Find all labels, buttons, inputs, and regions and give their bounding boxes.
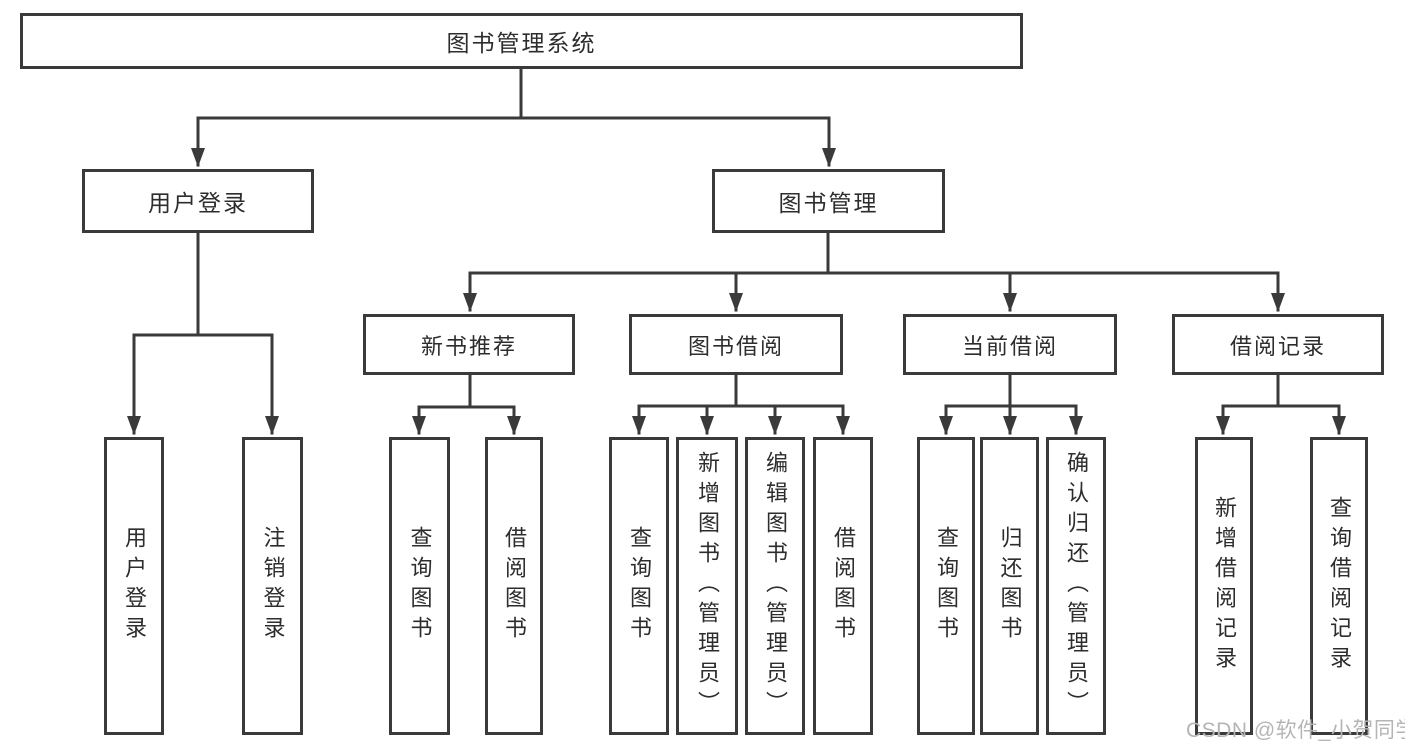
- leaf-logout: 注销登录: [242, 437, 303, 735]
- node-current-borrowing: 当前借阅: [903, 314, 1117, 375]
- leaf-label: 查询借阅记录: [1327, 496, 1352, 676]
- leaf-query-books: 查询图书: [609, 437, 669, 735]
- leaf-label: 归还图书: [997, 526, 1023, 646]
- leaf-query-books: 查询图书: [917, 437, 975, 735]
- leaf-label: 确认归还（管理员）: [1064, 451, 1089, 721]
- leaf-label: 借阅图书: [502, 526, 527, 646]
- node-library-system: 图书管理系统: [20, 13, 1023, 69]
- leaf-label: 编辑图书（管理员）: [763, 451, 788, 721]
- connector-newrec-subtree: [417, 373, 516, 409]
- leaf-add-books-admin: 新增图书（管理员）: [676, 437, 738, 735]
- node-borrowing-records: 借阅记录: [1172, 314, 1384, 375]
- connector-borrow-subtree: [637, 373, 845, 408]
- leaf-label: 用户登录: [122, 526, 147, 646]
- node-book-management: 图书管理: [712, 169, 945, 233]
- leaf-label: 新增借阅记录: [1212, 496, 1237, 676]
- leaf-confirm-return-admin: 确认归还（管理员）: [1046, 437, 1106, 735]
- leaf-label: 新增图书（管理员）: [695, 451, 720, 721]
- csdn-watermark: CSDN @软件_小贺同学: [1186, 719, 1405, 742]
- leaf-edit-books-admin: 编辑图书（管理员）: [745, 437, 805, 735]
- leaf-query-books: 查询图书: [389, 437, 450, 735]
- leaf-borrow-books: 借阅图书: [813, 437, 873, 735]
- connector-records-subtree: [1221, 373, 1341, 408]
- connector-root-trunk: [196, 67, 831, 120]
- leaf-query-borrow-record: 查询借阅记录: [1310, 437, 1368, 735]
- connector-login-subtree: [132, 231, 274, 337]
- leaf-label: 查询图书: [627, 526, 652, 646]
- node-user-login: 用户登录: [82, 169, 314, 233]
- connector-mgmt-subtree: [468, 231, 1280, 275]
- leaf-return-books: 归还图书: [980, 437, 1039, 735]
- leaf-add-borrow-record: 新增借阅记录: [1195, 437, 1253, 735]
- leaf-label: 查询图书: [407, 526, 433, 646]
- leaf-label: 注销登录: [260, 526, 286, 646]
- node-new-book-recommendation: 新书推荐: [363, 314, 575, 375]
- leaf-user-login: 用户登录: [104, 437, 164, 735]
- leaf-label: 查询图书: [934, 526, 959, 646]
- node-book-borrowing: 图书借阅: [629, 314, 843, 375]
- leaf-label: 借阅图书: [831, 526, 856, 646]
- leaf-borrow-books: 借阅图书: [485, 437, 543, 735]
- connector-current-subtree: [944, 373, 1078, 408]
